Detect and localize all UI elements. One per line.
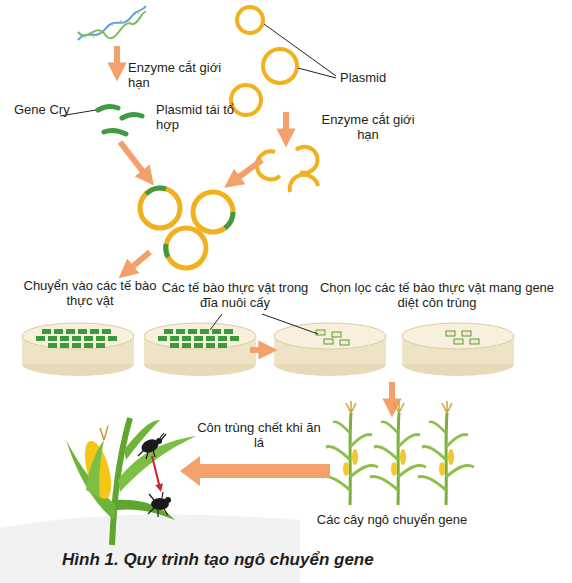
plant-cell xyxy=(340,340,349,345)
plant-cell xyxy=(164,329,173,334)
plant-cell xyxy=(96,343,105,348)
plant-cell xyxy=(170,336,179,341)
plant-cell xyxy=(108,336,117,341)
plant-cell xyxy=(224,329,233,334)
plant-cell xyxy=(60,343,69,348)
plant-cell xyxy=(176,329,185,334)
plant-cell xyxy=(54,329,63,334)
figure-caption: Hình 1. Quy trình tạo ngô chuyển gene xyxy=(62,550,374,570)
plant-cell xyxy=(454,339,463,344)
enzyme-label: Enzyme cắt giới hạn xyxy=(318,112,418,142)
plant-cell xyxy=(66,329,75,334)
plant-cell xyxy=(90,329,99,334)
plant-cell xyxy=(170,343,179,348)
plant-cell xyxy=(182,343,191,348)
plant-cell xyxy=(42,329,51,334)
plant-cell xyxy=(446,331,455,336)
plant-cell xyxy=(78,329,87,334)
plant-cell xyxy=(188,329,197,334)
plant-label: Các cây ngô chuyển gene xyxy=(292,512,492,527)
plant-cell xyxy=(332,332,341,337)
plant-cell xyxy=(72,336,81,341)
result-label: Côn trùng chết khi ăn lá xyxy=(196,420,322,450)
plant-cell xyxy=(462,331,471,336)
step-label: Các tế bào thực vật trong đĩa nuôi cấy xyxy=(160,280,310,310)
plant-cell xyxy=(194,336,203,341)
plant-cell xyxy=(60,336,69,341)
plant-cell xyxy=(206,336,215,341)
plant-cell xyxy=(48,336,57,341)
plant-cell xyxy=(158,336,167,341)
plant-cell xyxy=(84,343,93,348)
plant-cell xyxy=(182,336,191,341)
plant-cell xyxy=(96,336,105,341)
step-label: Chuyển vào các tế bào thực vật xyxy=(20,278,160,308)
plant-cell xyxy=(84,336,93,341)
plant-cell xyxy=(36,336,45,341)
plant-cell xyxy=(102,329,111,334)
plant-cell xyxy=(230,336,239,341)
enzyme-label: Enzyme cắt giới hạn xyxy=(128,60,228,90)
plasmid-label: Plasmid tái tổ hợp xyxy=(156,102,238,132)
plant-cell xyxy=(470,339,479,344)
plant-cell xyxy=(48,343,57,348)
plant-cell xyxy=(218,336,227,341)
plant-cell xyxy=(218,343,227,348)
plant-cell xyxy=(206,343,215,348)
plant-cell xyxy=(72,343,81,348)
plant-cell xyxy=(324,339,333,344)
gene-label: Gene Cry xyxy=(14,102,84,117)
plasmid-label: Plasmid xyxy=(340,70,410,85)
plant-cell xyxy=(212,329,221,334)
plant-cell xyxy=(200,329,209,334)
step-label: Chọn lọc các tế bào thực vật mang gene d… xyxy=(312,280,562,310)
plant-cell xyxy=(194,343,203,348)
